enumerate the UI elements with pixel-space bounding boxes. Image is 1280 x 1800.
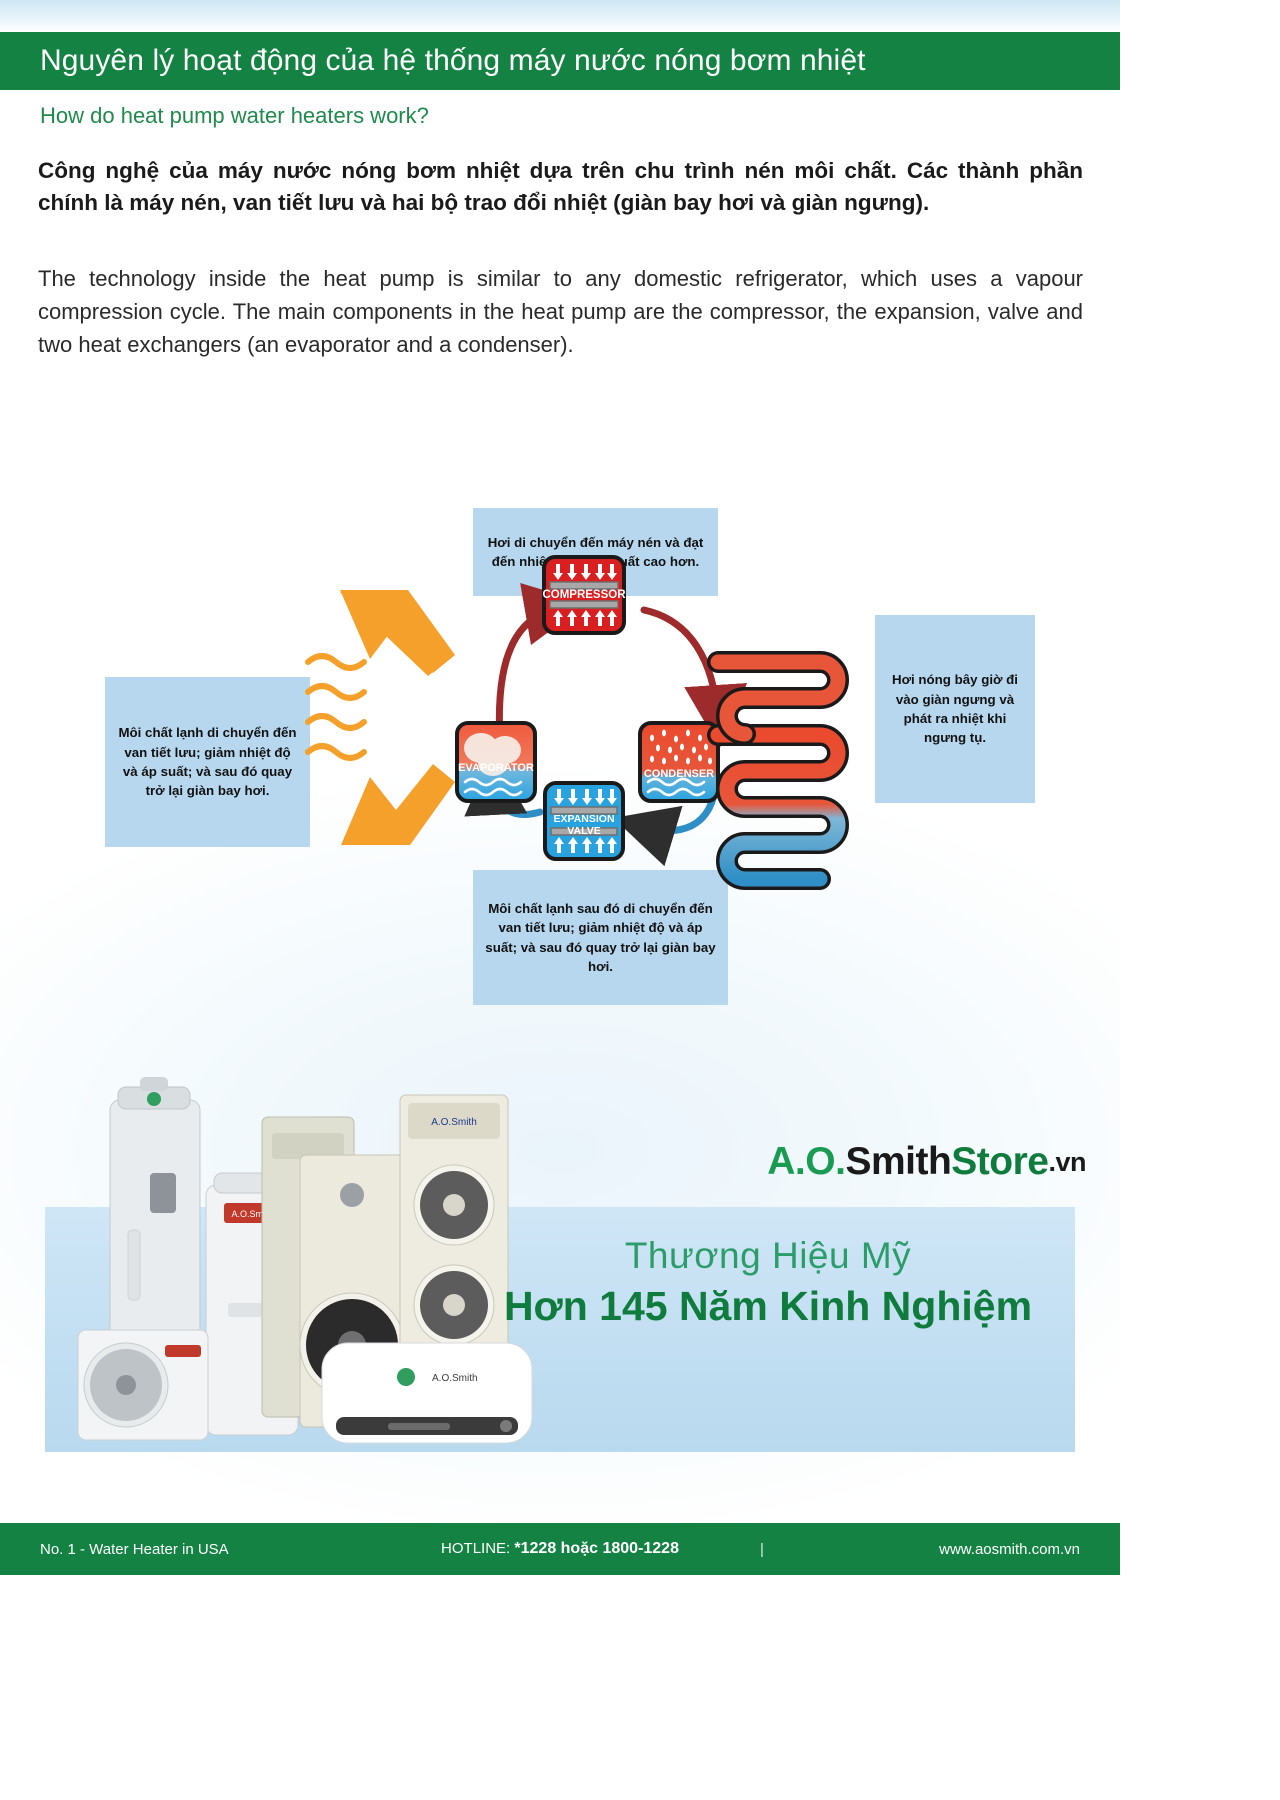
evaporator-block: EVAPORATOR bbox=[455, 721, 537, 803]
product-outdoor-unit-c: A.O.Smith bbox=[399, 1094, 509, 1426]
expansion-valve-label-line2: VALVE bbox=[567, 825, 600, 837]
footer-website[interactable]: www.aosmith.com.vn bbox=[939, 1540, 1080, 1558]
footer-tagline: No. 1 - Water Heater in USA bbox=[40, 1540, 229, 1558]
promo-line-1: Thương Hiệu Mỹ bbox=[624, 1235, 912, 1276]
orange-heat-arrow-upper bbox=[340, 590, 455, 676]
paragraph-english: The technology inside the heat pump is s… bbox=[38, 266, 1083, 357]
page-title: Nguyên lý hoạt động của hệ thống máy nướ… bbox=[40, 44, 866, 77]
compressor-label: COMPRESSOR bbox=[542, 589, 626, 601]
paragraph-vietnamese: Công nghệ của máy nước nóng bơm nhiệt dự… bbox=[38, 158, 1083, 215]
footer-hotline-label: HOTLINE: bbox=[441, 1540, 515, 1557]
callout-hot-vapour-condenser: Hơi nóng bây giờ đi vào giàn ngưng và ph… bbox=[875, 615, 1035, 803]
expansion-valve-label-line1: EXPANSION bbox=[553, 813, 614, 825]
page-subtitle: How do heat pump water heaters work? bbox=[40, 103, 429, 128]
footer-hotline: HOTLINE: *1228 hoặc 1800-1228 bbox=[441, 1540, 679, 1558]
condenser-label: CONDENSER bbox=[644, 768, 714, 780]
condenser-water-waves bbox=[646, 777, 706, 797]
logo-ao-text: A.O. bbox=[767, 1140, 846, 1183]
diagram-graphics: COMPRESSOR EVAPORATOR bbox=[305, 555, 849, 890]
logo-smith-text: Smith bbox=[845, 1140, 952, 1183]
svg-text:A.O.Smith: A.O.Smith bbox=[231, 1209, 272, 1219]
logo-store-text: Store bbox=[951, 1140, 1049, 1183]
condenser-block: CONDENSER bbox=[638, 721, 720, 803]
callout-vapour-to-compressor: Hơi di chuyển đến máy nén và đạt đến nhi… bbox=[473, 508, 718, 596]
callout-refrigerant-to-valve: Môi chất lạnh di chuyển đến van tiết lưu… bbox=[105, 677, 310, 847]
svg-text:A.O.Smith: A.O.Smith bbox=[432, 1373, 478, 1384]
evaporator-label: EVAPORATOR bbox=[458, 762, 534, 774]
orange-wave-lines bbox=[305, 653, 367, 761]
condenser-coil bbox=[707, 651, 849, 890]
heat-pump-cycle-diagram: Hơi di chuyển đến máy nén và đạt đến nhi… bbox=[0, 430, 1120, 1050]
logo-vn-text: .vn bbox=[1048, 1146, 1086, 1177]
product-photos: A.O.Smith A.O.Smith bbox=[0, 1055, 1120, 1475]
footer-bar: No. 1 - Water Heater in USA HOTLINE: *12… bbox=[0, 1523, 1120, 1575]
title-bar: Nguyên lý hoạt động của hệ thống máy nướ… bbox=[0, 32, 1120, 90]
top-gradient-strip bbox=[0, 0, 1120, 32]
callout-refrigerant-cycle: Môi chất lạnh sau đó di chuyển đến van t… bbox=[473, 870, 728, 1005]
expansion-valve-block: EXPANSION VALVE bbox=[543, 781, 625, 861]
evaporator-water-waves bbox=[463, 777, 523, 797]
product-tall-water-heater bbox=[109, 1077, 201, 1391]
promo-line-2: Hơn 145 Năm Kinh Nghiệm bbox=[503, 1283, 1033, 1329]
orange-heat-arrow-lower bbox=[341, 764, 455, 845]
footer-separator: | bbox=[760, 1540, 764, 1558]
product-wall-mounted-heater: A.O.Smith bbox=[321, 1342, 533, 1444]
promo-text-block: Thương Hiệu Mỹ Hơn 145 Năm Kinh Nghiệm bbox=[468, 1235, 1068, 1330]
svg-text:A.O.Smith: A.O.Smith bbox=[431, 1117, 477, 1128]
evaporator-vapour-cloud bbox=[464, 733, 521, 776]
footer-hotline-value: *1228 hoặc 1800-1228 bbox=[514, 1540, 679, 1557]
product-small-outdoor-unit bbox=[77, 1329, 209, 1441]
cycle-arrow-compressor-to-condenser bbox=[640, 606, 748, 748]
compressor-block: COMPRESSOR bbox=[542, 555, 626, 635]
